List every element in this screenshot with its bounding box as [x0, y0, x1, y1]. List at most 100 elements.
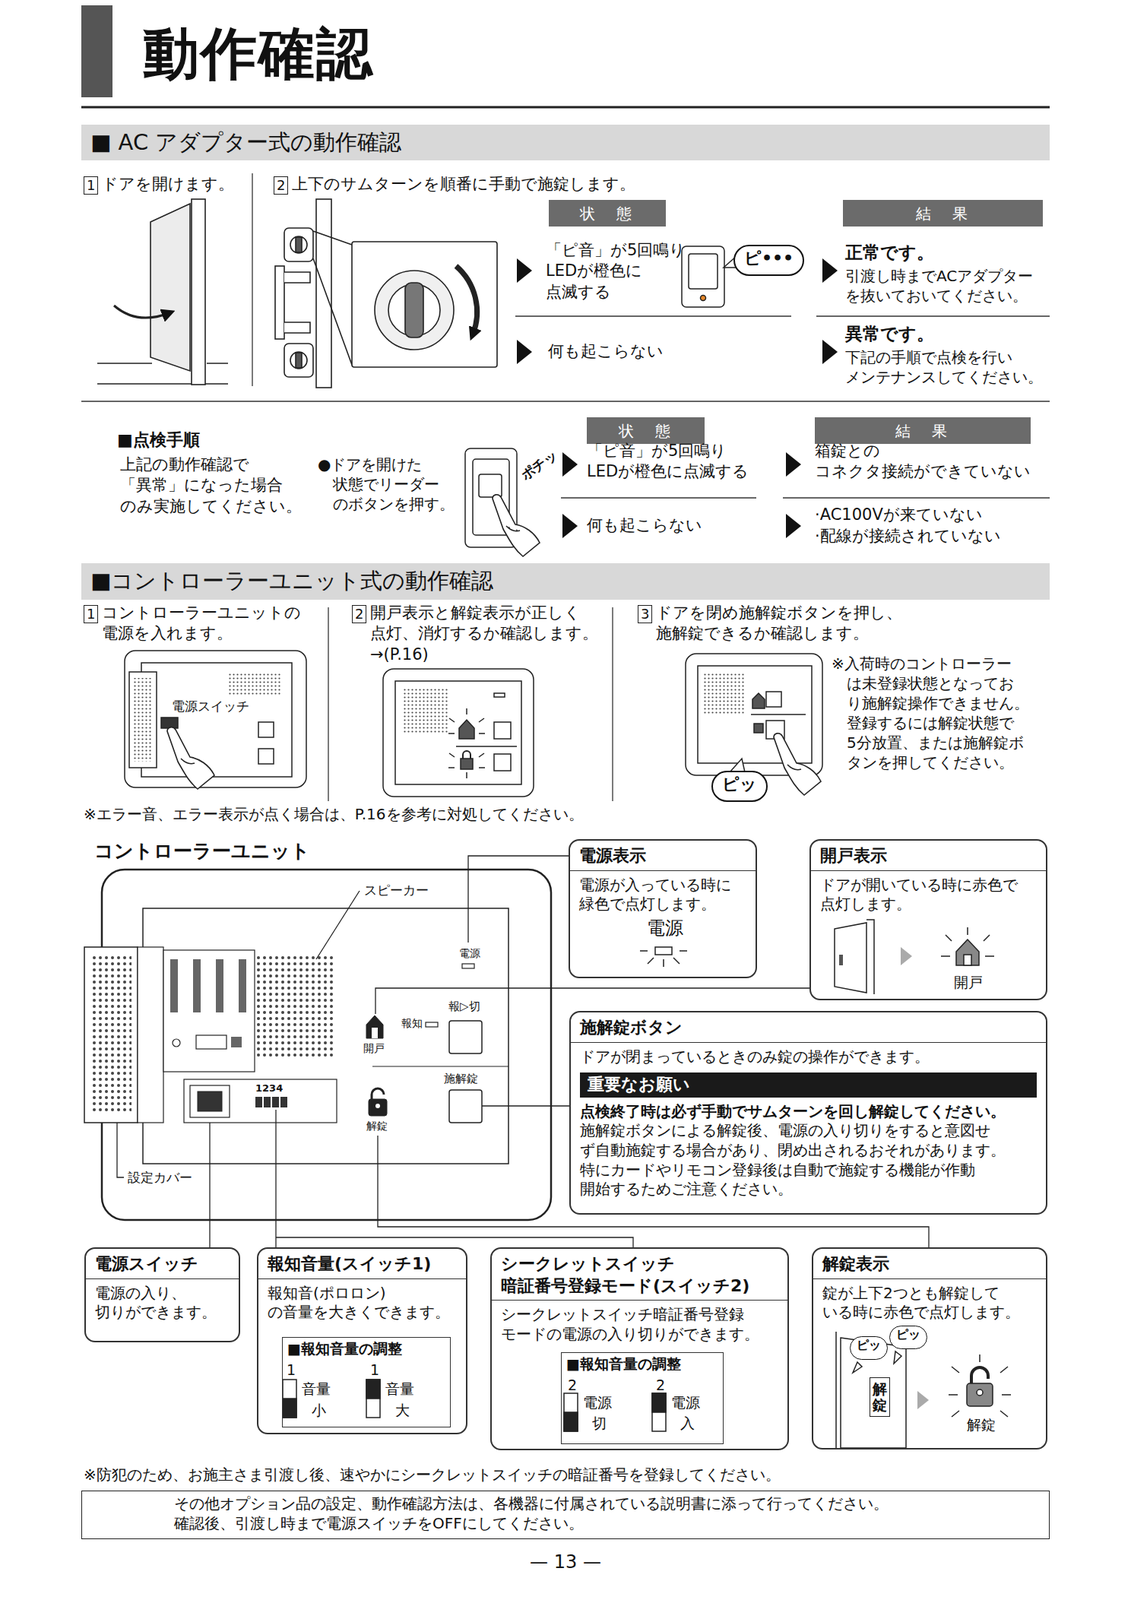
- controller-small-illustration: [494, 754, 511, 771]
- door-illustration: [114, 305, 169, 318]
- open-door-icon: [940, 927, 995, 957]
- controller-unit-illustration: [255, 954, 335, 1057]
- unlock-icon: [976, 1389, 983, 1396]
- reader-illustration: [478, 474, 502, 498]
- door-illustration: [191, 199, 206, 385]
- node-heading: 状 態: [579, 203, 635, 224]
- controller-unit-illustration: [193, 959, 201, 1013]
- state-text: 「ピ音」が5回鳴り LEDが橙色に点滅する: [586, 440, 774, 483]
- node-heading: 結 果: [895, 421, 951, 441]
- controller-small-illustration: [494, 722, 511, 739]
- column-header: 状 態: [548, 199, 666, 227]
- node-heading: ピッ: [856, 1337, 881, 1354]
- step-text: ドアを閉め施解錠ボタンを押し、 施解錠できるか確認します。: [655, 602, 919, 645]
- unlock-icon: [971, 1367, 989, 1384]
- dip-switch-symbol: [652, 1393, 666, 1432]
- thumb-turn-illustration: [313, 258, 352, 365]
- controller-unit-illustration: [84, 869, 552, 1220]
- note-text: ※入荷時のコントローラー は未登録状態となってお り施解錠操作できません。 登録…: [831, 653, 1052, 773]
- reader-illustration: [492, 494, 540, 557]
- panel-label: 解錠: [366, 1118, 388, 1133]
- open-door-icon: [834, 919, 995, 995]
- open-door-icon: [834, 922, 867, 993]
- node-heading: シークレットスイッチ 暗証番号登録モード(スイッチ2): [491, 1253, 788, 1301]
- result-text: ·AC100Vが来ていない: [814, 504, 983, 526]
- controller-unit-illustration: [231, 1036, 242, 1048]
- divider-line: [327, 607, 329, 802]
- speech-bubble: ピッ: [889, 1325, 928, 1350]
- note-text: ※防犯のため、お施主さま引渡し後、速やかにシークレットスイッチの暗証番号を登録し…: [83, 1464, 781, 1485]
- switch-label: 切: [592, 1413, 607, 1433]
- pointer-triangle: [562, 513, 578, 539]
- controller-small-illustration: [228, 671, 282, 695]
- controller-small-illustration: [685, 653, 823, 776]
- callout-box: シークレットスイッチ 暗証番号登録モード(スイッチ2)シークレットスイッチ暗証番…: [490, 1247, 789, 1451]
- controller-unit-illustration: [425, 1022, 438, 1027]
- switch-number: 1: [286, 1360, 296, 1380]
- callout-box: 電源スイッチ電源の入り、 切りができます。: [84, 1247, 241, 1343]
- divider-line: [515, 315, 792, 317]
- node-heading: 重要なお願い: [587, 1073, 1030, 1097]
- part-label: スピーカー: [364, 881, 429, 899]
- divider-line: [81, 400, 1050, 402]
- controller-unit-illustration: [371, 1027, 378, 1039]
- controller-small-illustration: [750, 713, 806, 716]
- step-number: 2: [273, 176, 289, 195]
- result-text: ·配線が接続されていない: [814, 525, 1002, 547]
- icon-label: 開戸: [953, 972, 983, 992]
- sound-effect: ポチッ: [516, 445, 561, 484]
- note-text: 上記の動作確認で 「異常」になった場合 のみ実施してください。: [120, 454, 303, 517]
- controller-small-illustration: [456, 745, 517, 748]
- controller-unit-illustration: [449, 1089, 482, 1123]
- callout-box: 解錠表示錠が上下2つとも解錠して いる時に赤色で点灯します。ピッピッ: [811, 1247, 1048, 1450]
- panel-label: 開戸: [363, 1041, 385, 1055]
- leader-line: [375, 988, 810, 1014]
- unlock-icon: [835, 1331, 837, 1448]
- switch-label: 電源: [582, 1393, 612, 1413]
- controller-unit-illustration: [280, 1096, 288, 1108]
- controller-unit-illustration: [142, 908, 509, 1164]
- switch-number: 2: [567, 1375, 577, 1395]
- column-header: 結 果: [814, 417, 1031, 444]
- callout-box: 報知音量(スイッチ1)報知音(ポロロン) の音量を大きくできます。■報知音量の調…: [256, 1247, 468, 1435]
- leader-line: [481, 1105, 570, 1106]
- node-text: 錠が上下2つとも解錠して いる時に赤色で点灯します。: [822, 1283, 1037, 1323]
- open-door-icon: [866, 919, 875, 995]
- pointer-triangle: [516, 258, 533, 283]
- thumb-turn-illustration: [405, 282, 424, 338]
- callout-box: 施解錠ボタンドアが閉まっているときのみ錠の操作ができます。重要なお願い点検終了時…: [569, 1010, 1048, 1215]
- result-text: 引渡し時までACアダプター を抜いておいてください。: [845, 266, 1052, 306]
- controller-unit-illustration: [163, 950, 255, 1072]
- switch-number: 1234: [255, 1082, 283, 1096]
- column-header: 状 態: [586, 417, 705, 444]
- dip-switch-symbol: [282, 1379, 297, 1418]
- controller-unit-illustration: [137, 947, 164, 1123]
- pointer-triangle: [822, 339, 838, 365]
- controller-unit-illustration: [101, 869, 552, 1220]
- leader-line: [275, 1237, 634, 1248]
- leader-line: [316, 890, 360, 960]
- pointer-triangle: [785, 452, 802, 477]
- controller-unit-illustration: [462, 963, 475, 969]
- node-heading: ■ AC アダプター式の動作確認: [90, 128, 402, 158]
- node-heading: 電源スイッチ: [85, 1253, 239, 1280]
- node-text: ドアが開いている時に赤色で 点灯します。: [820, 875, 1037, 915]
- page-title: 動作確認: [142, 22, 374, 85]
- part-label: 設定カバー: [127, 1169, 193, 1186]
- open-door-icon: [963, 954, 972, 966]
- node-heading: ■コントローラーユニット式の動作確認: [90, 567, 494, 596]
- unlock-icon: [836, 1331, 1011, 1448]
- callout-box: 電源表示電源が入っている時に 緑色で点灯します。: [568, 839, 758, 979]
- thumb-turn-illustration: [351, 241, 498, 368]
- dip-switch-symbol: [652, 1393, 666, 1413]
- controller-small-illustration: [161, 717, 178, 729]
- leader-line: [209, 1122, 210, 1248]
- speech-bubble: ピッ: [711, 770, 768, 802]
- switch-number: 1: [370, 1360, 380, 1380]
- controller-small-illustration: [258, 748, 274, 764]
- switch-label: 電源: [671, 1393, 701, 1413]
- node-text: 電源が入っている時に 緑色で点灯します。: [579, 875, 747, 915]
- page-number: — 13 —: [527, 1550, 604, 1575]
- controller-small-illustration: [697, 665, 812, 764]
